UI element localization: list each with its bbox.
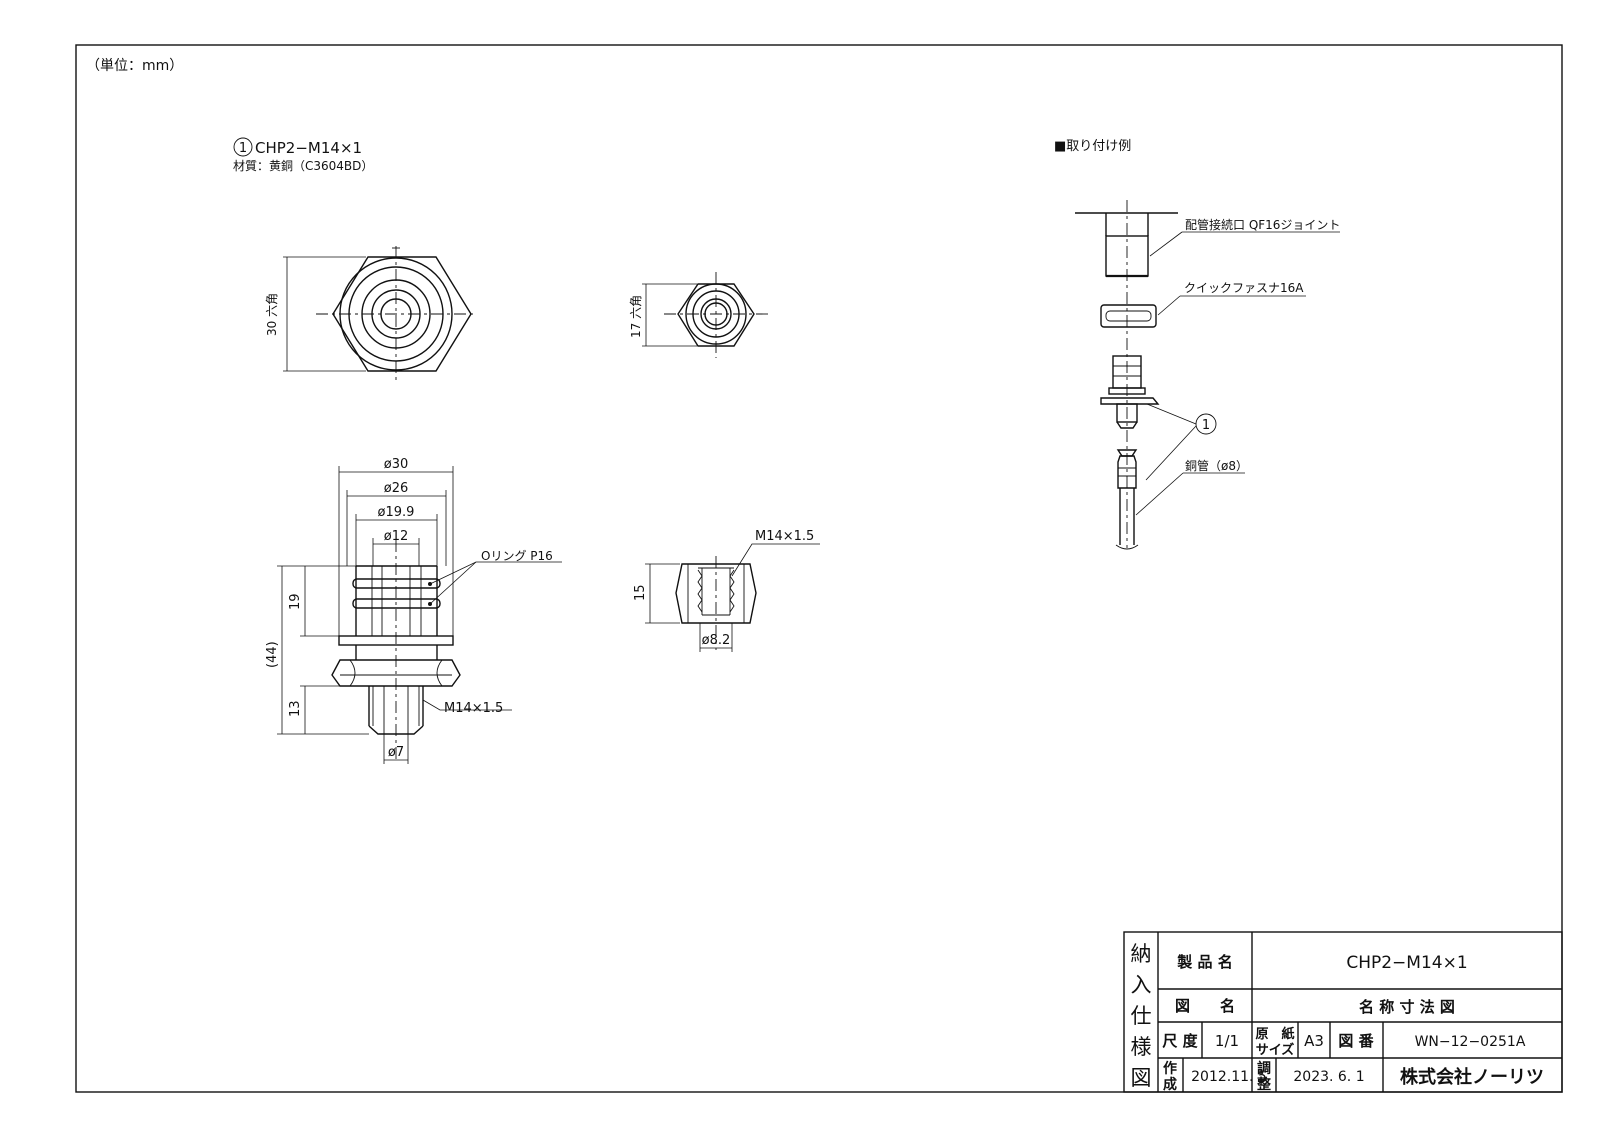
drawing-no-value: WN−12−0251A [1415,1034,1526,1050]
drawing-name-label: 図 名 [1175,997,1235,1015]
created-value: 2012.11. 5 [1191,1069,1267,1085]
paper-size-label-2: サイズ [1256,1042,1295,1058]
dim-d12: ø12 [384,529,409,544]
paper-size-label-1: 原 紙 [1255,1026,1294,1042]
paper-size-value: A3 [1304,1032,1324,1050]
install-part-number: 1 [1202,418,1210,433]
dim-h19: 19 [288,593,303,610]
dim-d26: ø26 [384,481,409,496]
svg-text:納: 納 [1131,942,1152,966]
label-nut-thread: M14×1.5 [755,529,814,544]
side-title: 納 入 仕 様 図 [1131,942,1152,1090]
part-side-view: ø30 ø26 ø19.9 ø12 Oリング P16 19 (44) 13 M1… [265,457,562,764]
company-name: 株式会社ノーリツ [1400,1066,1544,1088]
label-oring: Oリング P16 [481,549,553,563]
dim-hex-17: 17 六角 [629,295,643,338]
scale-value: 1/1 [1215,1032,1239,1050]
part-number: 1 [239,141,247,156]
dim-h13: 13 [288,700,303,717]
svg-text:図: 図 [1131,1066,1152,1090]
part-number-circle [233,137,253,157]
scale-label: 尺 度 [1162,1032,1198,1050]
hex-top-view-small: 17 六角 [629,272,768,358]
drawing-no-label: 図 番 [1338,1032,1374,1050]
unit-note: （単位：mm） [86,58,183,74]
install-example: ■取り付け例 配管接続口 QF16ジョイント クイックファスナ16A 1 [1054,139,1340,550]
hex-top-view-large: 30 六角 [265,246,476,382]
drawing-name-value: 名 称 寸 法 図 [1359,998,1455,1016]
adjusted-label-1: 調 [1257,1060,1271,1077]
dim-d30: ø30 [384,457,409,472]
label-port: 配管接続口 QF16ジョイント [1185,217,1340,232]
dim-hex-30: 30 六角 [265,293,279,336]
sheet-border [75,44,1563,1093]
svg-text:様: 様 [1131,1035,1152,1059]
svg-text:入: 入 [1131,973,1152,997]
install-title: ■取り付け例 [1054,139,1131,154]
label-pipe: 銅管（ø8） [1185,458,1248,473]
nut-side-view: M14×1.5 15 ø8.2 [633,529,820,652]
label-fastener: クイックファスナ16A [1184,281,1304,295]
part-heading: 1 CHP2−M14×1 材質：黄銅（C3604BD） [233,137,373,173]
dim-h15: 15 [633,584,648,601]
part-material: 材質：黄銅（C3604BD） [233,158,373,173]
dim-d19-9: ø19.9 [378,505,415,520]
adjusted-value: 2023. 6. 1 [1293,1069,1364,1085]
dim-h44: (44) [265,641,280,668]
svg-text:仕: 仕 [1131,1004,1152,1028]
title-block: 納 入 仕 様 図 製 品 名 CHP2−M14×1 図 名 名 称 寸 法 図… [1123,931,1563,1093]
product-name-value: CHP2−M14×1 [1346,953,1467,973]
adjusted-label-2: 整 [1256,1076,1272,1093]
part-name: CHP2−M14×1 [255,139,362,157]
product-name-label: 製 品 名 [1176,953,1232,971]
dim-d7: ø7 [388,745,404,760]
dim-d8-2: ø8.2 [702,633,731,648]
created-label-2: 成 [1163,1076,1177,1093]
label-thread-bottom: M14×1.5 [444,701,503,716]
created-label-1: 作 [1163,1060,1177,1077]
